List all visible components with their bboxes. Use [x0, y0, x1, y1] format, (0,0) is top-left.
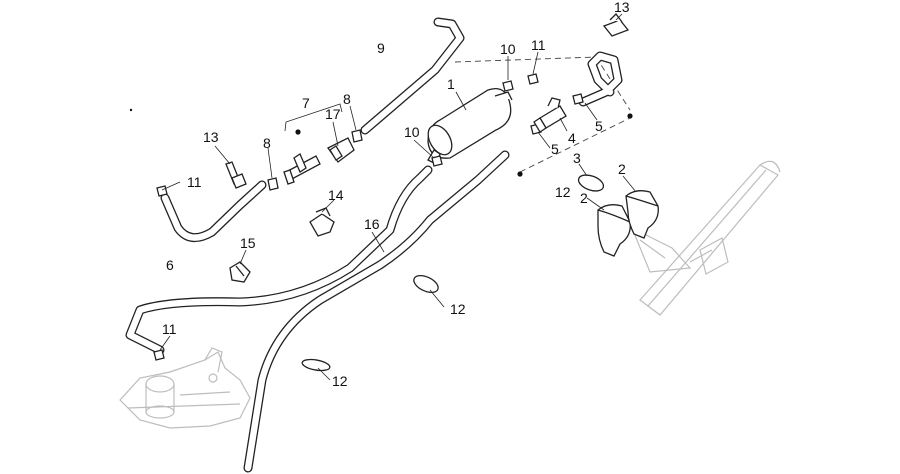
valve-assembly-17: [283, 137, 355, 185]
callout-16: 16: [364, 216, 380, 232]
band-clamp-2-b: [625, 190, 659, 239]
callout-3: 3: [573, 150, 581, 166]
callout-5: 5: [595, 118, 603, 134]
reference-dot: [627, 113, 633, 119]
clamp-11-upper: [527, 73, 539, 85]
clip-13-top: [602, 13, 630, 37]
clamp-10-upper: [502, 80, 514, 92]
callout-14: 14: [328, 187, 344, 203]
reference-dot: [517, 171, 523, 177]
clamp-5-upper: [572, 93, 584, 105]
clamp-8-left: [267, 177, 279, 191]
callout-12: 12: [555, 184, 571, 200]
hose-6: [160, 180, 267, 243]
callout-11: 11: [531, 37, 546, 53]
callout-11: 11: [187, 174, 202, 190]
callout-13: 13: [203, 129, 219, 145]
fitting-13-left: [225, 161, 247, 189]
callout-9: 9: [377, 40, 385, 56]
fuel-tank-ghost: [119, 347, 251, 429]
callout-10: 10: [404, 124, 420, 140]
callout-2: 2: [618, 161, 626, 177]
callout-17: 17: [325, 106, 341, 122]
frame-tube-ghost: [630, 160, 781, 316]
callout-5: 5: [551, 141, 559, 157]
hose-16: [125, 150, 510, 473]
leader-lines: [159, 13, 637, 381]
callout-labels: 1 2 2 3 4 5 5 6 7 8 8 9 10 10 11 11 11 1…: [162, 0, 630, 389]
hose-9: [360, 17, 465, 135]
callout-8: 8: [343, 91, 351, 107]
spring-clamp-12-a: [413, 274, 439, 294]
clamp-10-lower: [431, 155, 443, 167]
group-bracket-7: [284, 103, 343, 132]
callout-1: 1: [447, 76, 455, 92]
callout-11: 11: [162, 321, 177, 337]
callout-15: 15: [240, 235, 256, 251]
clip-15: [229, 261, 251, 283]
reference-dot: [295, 129, 301, 135]
band-clamp-2-a: [597, 204, 631, 257]
callout-7: 7: [302, 95, 310, 111]
check-valve-4: [533, 97, 567, 133]
callout-2: 2: [580, 190, 588, 206]
clamp-11-bottom: [153, 349, 165, 361]
spring-clamp-12-c: [577, 174, 605, 192]
callout-4: 4: [568, 130, 576, 146]
hose-upper-right: [578, 51, 623, 107]
callout-10: 10: [500, 41, 516, 57]
callout-12: 12: [332, 373, 348, 389]
callout-6: 6: [166, 257, 174, 273]
fuel-filter: [427, 87, 513, 165]
clamp-11-left: [156, 185, 168, 197]
clamp-8-upper: [351, 129, 363, 143]
reference-dot: [129, 108, 133, 112]
spring-clamp-12-b: [301, 358, 331, 372]
callout-8: 8: [263, 135, 271, 151]
callout-12: 12: [450, 301, 466, 317]
callout-13: 13: [614, 0, 630, 15]
bracket-14: [309, 207, 335, 237]
